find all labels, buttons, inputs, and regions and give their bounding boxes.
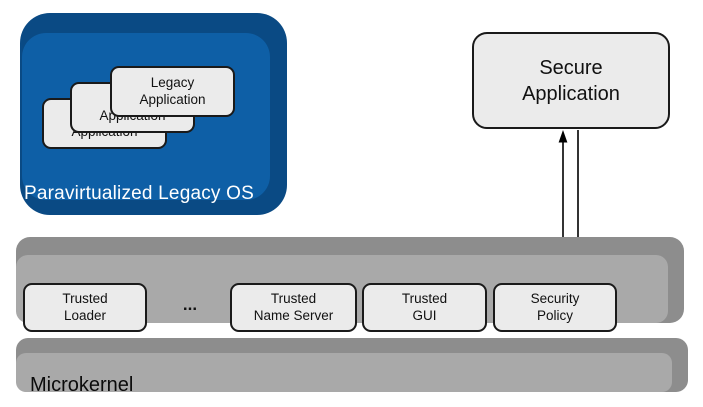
- legacy-os-face: Legacy Application Legacy Application Le…: [22, 33, 270, 204]
- security-policy-box: Security Policy: [493, 283, 617, 332]
- legacy-application-label-line2: Application: [139, 91, 206, 107]
- trusted-loader-box: Trusted Loader: [23, 283, 147, 332]
- trusted-name-server-label-line1: Trusted: [270, 291, 317, 307]
- trusted-name-server-box: Trusted Name Server: [230, 283, 357, 332]
- security-policy-label-line2: Policy: [536, 307, 573, 323]
- microkernel-bar: Microkernel: [16, 338, 688, 396]
- security-policy-label-line1: Security: [530, 291, 580, 307]
- trusted-loader-label-line2: Loader: [63, 307, 107, 323]
- microkernel-bar-face: Microkernel: [16, 353, 672, 396]
- trusted-gui-label-line1: Trusted: [401, 291, 448, 307]
- legacy-application-box-front: Legacy Application: [110, 66, 235, 117]
- trusted-name-server-label-line2: Name Server: [253, 307, 334, 323]
- trusted-gui-label-line2: GUI: [412, 307, 437, 323]
- trusted-gui-box: Trusted GUI: [362, 283, 487, 332]
- trusted-services-bar: Trusted Loader ... Trusted Name Server T…: [16, 237, 684, 332]
- legacy-os-block: Legacy Application Legacy Application Le…: [20, 13, 287, 215]
- secure-application-label-line1: Secure: [539, 56, 603, 79]
- legacy-application-label-line1: Legacy: [150, 75, 195, 91]
- microkernel-label: Microkernel: [30, 374, 134, 396]
- services-ellipsis: ...: [182, 295, 198, 314]
- secure-application-box: Secure Application: [472, 32, 670, 129]
- trusted-services-bar-face: Trusted Loader ... Trusted Name Server T…: [16, 255, 668, 332]
- secure-application-label-line2: Application: [522, 82, 620, 105]
- trusted-loader-label-line1: Trusted: [62, 291, 108, 307]
- legacy-os-label: Paravirtualized Legacy OS: [24, 183, 254, 204]
